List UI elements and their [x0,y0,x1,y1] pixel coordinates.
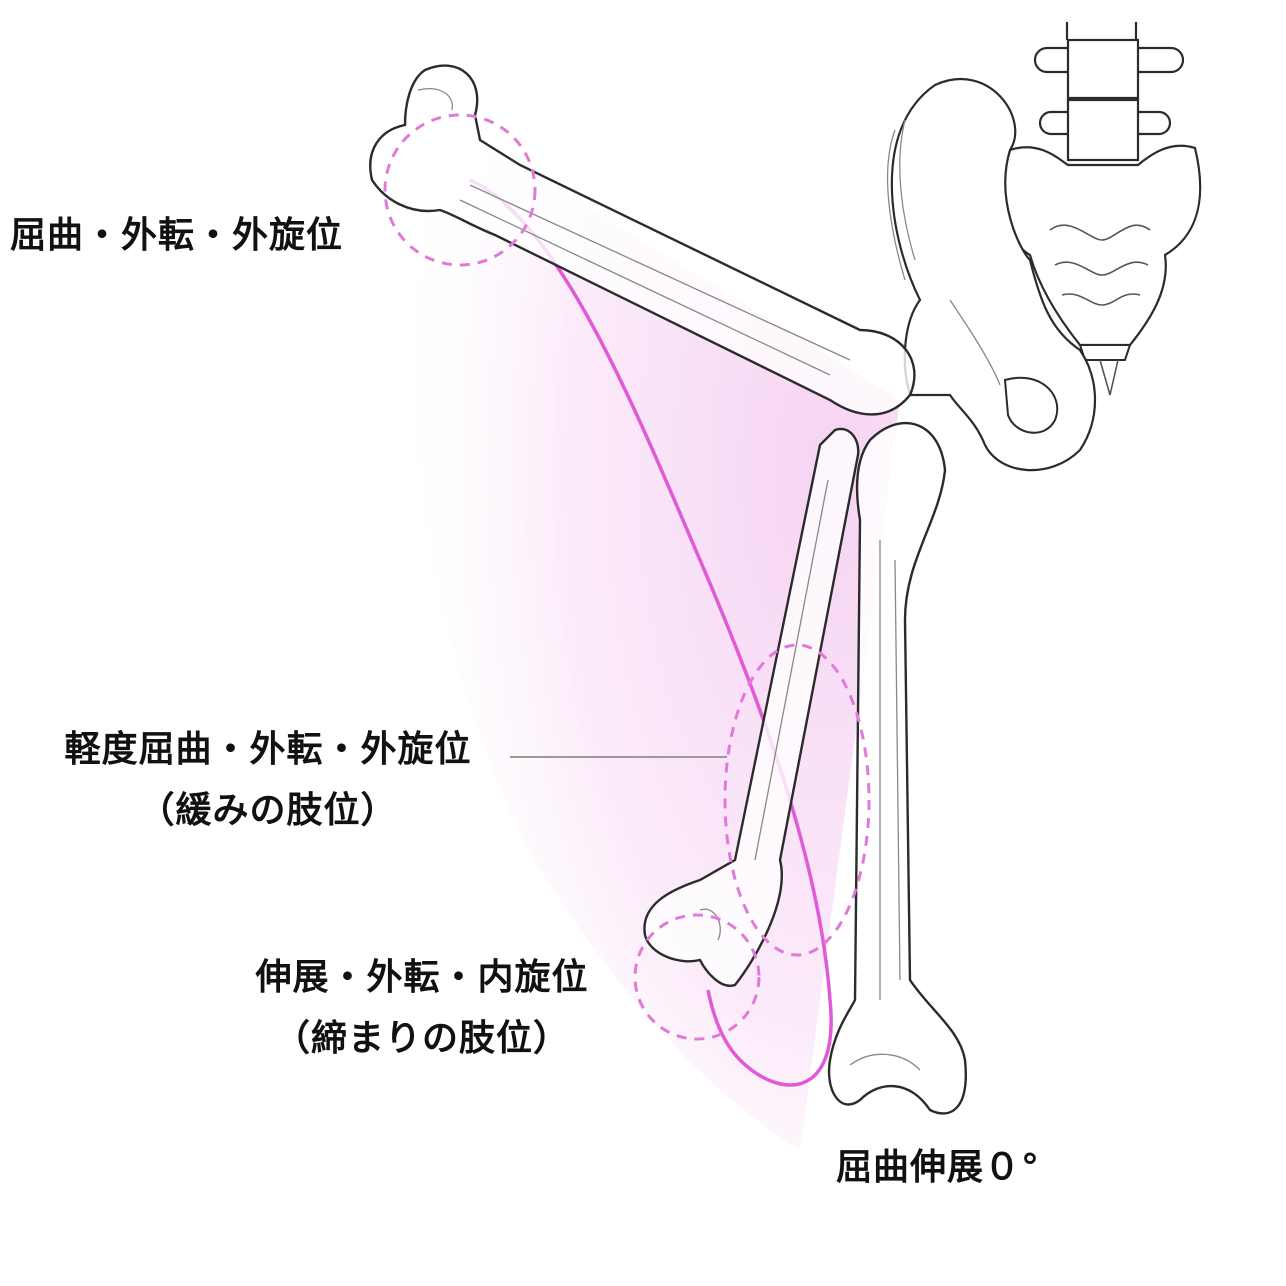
pelvis-ilium [890,77,1096,472]
lumbar-vertebrae [1033,22,1185,162]
femur-mid [643,427,860,987]
femur-flexed-detail [417,88,851,376]
label-neutral: 屈曲伸展０° [836,1146,1040,1189]
dashed-regions [383,113,871,1041]
label-close-pack-line1: 伸展・外転・内旋位 [255,957,589,998]
label-close-pack: 伸展・外転・内旋位 （締まりの肢位） [232,956,612,1060]
sacral-foramina [1049,224,1151,396]
dashed-region-mid [723,643,871,957]
sacrum [1001,144,1202,347]
label-close-pack-line2: （締まりの肢位） [273,1018,570,1060]
obturator-foramen [1003,376,1058,434]
label-loose-pack: 軽度屈曲・外転・外旋位 （緩みの肢位） [38,728,498,832]
label-neutral-text: 屈曲伸展０° [836,1147,1041,1188]
label-flexed: 屈曲・外転・外旋位 [10,214,343,257]
ilium-detail [886,119,1001,386]
label-loose-pack-line1: 軽度屈曲・外転・外旋位 [64,729,472,770]
dashed-region-extended [633,913,761,1041]
label-loose-pack-line2: （緩みの肢位） [138,790,398,832]
label-flexed-text: 屈曲・外転・外旋位 [10,215,344,256]
femur-neutral-detail [849,540,921,1071]
dashed-region-flexed [383,113,537,267]
motion-arc [469,178,833,1087]
